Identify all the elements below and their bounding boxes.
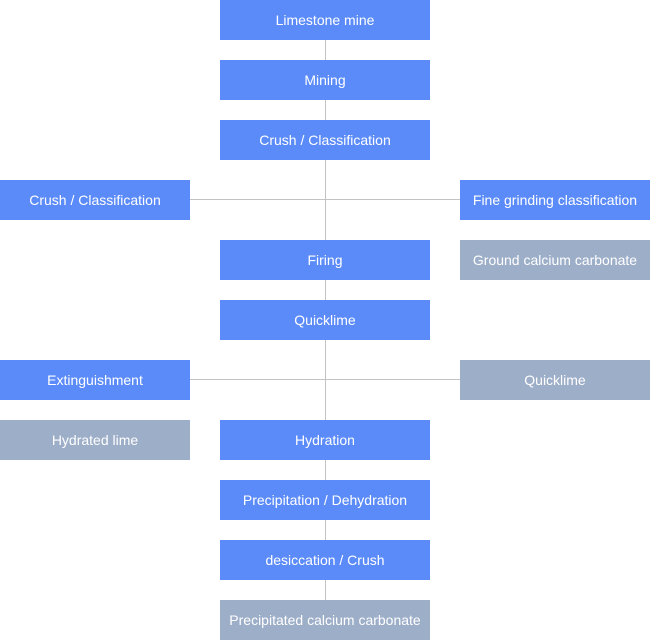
- step-crush-classification-side-label: Crush / Classification: [29, 192, 161, 208]
- step-mining: Mining: [220, 60, 430, 100]
- step-quicklime: Quicklime: [220, 300, 430, 340]
- branch-connector-crush: [190, 199, 460, 200]
- product-quicklime: Quicklime: [460, 360, 650, 400]
- product-quicklime-label: Quicklime: [524, 372, 586, 388]
- step-extinguishment-label: Extinguishment: [47, 372, 143, 388]
- step-quicklime-label: Quicklime: [294, 312, 356, 328]
- product-ground-calcium-carbonate-label: Ground calcium carbonate: [472, 252, 638, 268]
- step-fine-grinding-classification-label: Fine grinding classification: [472, 192, 638, 208]
- step-precipitation-dehydration: Precipitation / Dehydration: [220, 480, 430, 520]
- step-precipitation-dehydration-label: Precipitation / Dehydration: [242, 492, 408, 508]
- step-desiccation-crush-label: desiccation / Crush: [265, 552, 385, 568]
- step-crush-classification-side: Crush / Classification: [0, 180, 190, 220]
- branch-connector-extinguishment: [190, 379, 460, 380]
- step-limestone-mine-label: Limestone mine: [275, 12, 375, 28]
- step-limestone-mine: Limestone mine: [220, 0, 430, 40]
- product-precipitated-calcium-carbonate: Precipitated calcium carbonate: [220, 600, 430, 640]
- step-hydration-label: Hydration: [295, 432, 355, 448]
- step-desiccation-crush: desiccation / Crush: [220, 540, 430, 580]
- product-hydrated-lime: Hydrated lime: [0, 420, 190, 460]
- step-extinguishment: Extinguishment: [0, 360, 190, 400]
- step-crush-classification: Crush / Classification: [220, 120, 430, 160]
- step-mining-label: Mining: [304, 72, 346, 88]
- product-precipitated-calcium-carbonate-label: Precipitated calcium carbonate: [229, 612, 421, 628]
- step-firing-label: Firing: [307, 252, 343, 268]
- step-firing: Firing: [220, 240, 430, 280]
- product-ground-calcium-carbonate: Ground calcium carbonate: [460, 240, 650, 280]
- step-crush-classification-label: Crush / Classification: [259, 132, 391, 148]
- step-hydration: Hydration: [220, 420, 430, 460]
- product-hydrated-lime-label: Hydrated lime: [51, 432, 139, 448]
- step-fine-grinding-classification: Fine grinding classification: [460, 180, 650, 220]
